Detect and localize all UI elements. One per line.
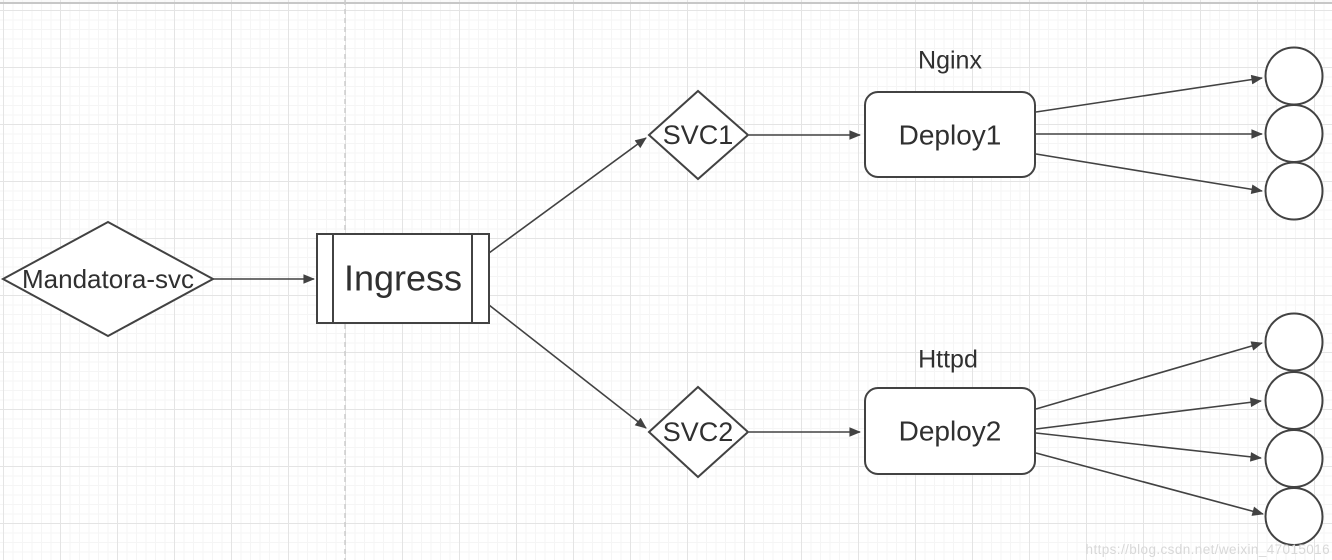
edge-deploy2-to-pod-2-3[interactable] xyxy=(1035,432,1262,462)
deploy2-label: Deploy2 xyxy=(899,415,1002,446)
pod-1-3-circle[interactable] xyxy=(1264,161,1324,221)
ingress-box-shape[interactable] xyxy=(316,233,490,324)
pod-2-3-circle[interactable] xyxy=(1264,429,1324,488)
node-deploy2[interactable]: Httpd Deploy2 xyxy=(864,346,1036,475)
edge-ingress-to-svc1[interactable] xyxy=(488,137,647,254)
edge-deploy2-to-pod-2-1[interactable] xyxy=(1035,341,1263,410)
node-svc2[interactable]: SVC2 xyxy=(647,385,750,479)
svc2-diamond-shape[interactable] xyxy=(647,385,750,479)
mandatora-svc-diamond-shape[interactable] xyxy=(0,220,216,338)
svc2-label: SVC2 xyxy=(663,417,734,447)
deploy2-caption: Httpd xyxy=(918,346,978,374)
deploy1-caption: Nginx xyxy=(918,47,982,75)
ingress-label: Ingress xyxy=(344,258,462,299)
node-svc1[interactable]: SVC1 xyxy=(647,89,750,181)
pod-2-1-circle[interactable] xyxy=(1264,312,1324,372)
node-mandatora-svc[interactable]: Mandatora-svc xyxy=(0,220,216,338)
deploy1-label: Deploy1 xyxy=(899,119,1002,150)
pod-2-2-circle[interactable] xyxy=(1264,371,1324,430)
pod-1-2-circle[interactable] xyxy=(1264,104,1324,163)
deploy1-box-shape[interactable] xyxy=(864,91,1036,178)
edge-deploy1-to-pod-1-1[interactable] xyxy=(1035,74,1263,113)
pod-1-1-circle[interactable] xyxy=(1264,46,1324,106)
edge-deploy2-to-pod-2-2[interactable] xyxy=(1035,397,1262,430)
pod-2-4-circle[interactable] xyxy=(1264,487,1324,546)
node-ingress[interactable]: Ingress xyxy=(316,233,490,324)
mandatora-svc-label: Mandatora-svc xyxy=(22,264,194,294)
svc1-label: SVC1 xyxy=(663,120,734,150)
edge-ingress-to-svc2[interactable] xyxy=(488,304,647,429)
node-deploy1[interactable]: Nginx Deploy1 xyxy=(864,47,1036,178)
deploy2-box-shape[interactable] xyxy=(864,387,1036,475)
edge-deploy1-to-pod-1-3[interactable] xyxy=(1035,153,1263,195)
csdn-watermark: https://blog.csdn.net/weixin_47015016 xyxy=(1085,542,1330,557)
svc1-diamond-shape[interactable] xyxy=(647,89,750,181)
edge-deploy2-to-pod-2-4[interactable] xyxy=(1035,452,1264,516)
page-boundary-line xyxy=(0,2,1332,4)
